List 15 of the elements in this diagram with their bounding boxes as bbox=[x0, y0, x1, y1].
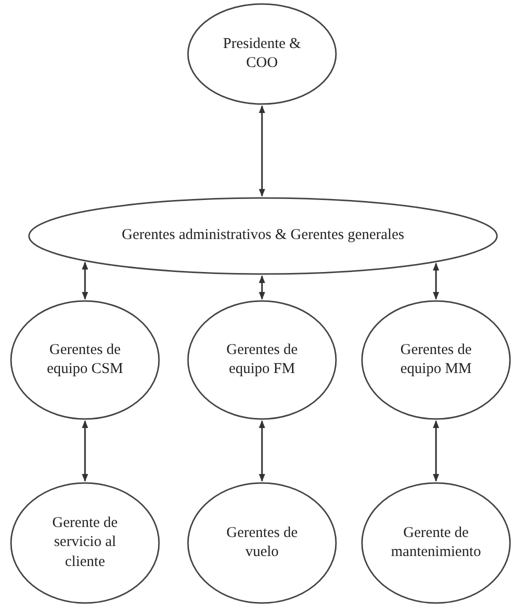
double-arrow bbox=[258, 105, 266, 197]
double-arrow bbox=[258, 420, 266, 482]
double-arrow bbox=[432, 420, 440, 482]
double-arrow bbox=[82, 262, 88, 300]
node-label: Presidente & COO bbox=[222, 34, 302, 73]
node-label: Gerente de mantenimiento bbox=[390, 524, 482, 562]
double-arrow bbox=[432, 262, 440, 300]
node-label: Gerentes de vuelo bbox=[225, 524, 299, 562]
node-label: Gerente de servicio al cliente bbox=[51, 514, 119, 572]
node-label: Gerentes de equipo MM bbox=[399, 340, 473, 379]
double-arrow bbox=[82, 420, 88, 482]
node-label: Gerentes de equipo CSM bbox=[46, 340, 124, 379]
node-label: Gerentes de equipo FM bbox=[225, 340, 299, 379]
node-label: Gerentes administrativos & Gerentes generales bbox=[122, 226, 404, 246]
double-arrow bbox=[258, 275, 266, 300]
